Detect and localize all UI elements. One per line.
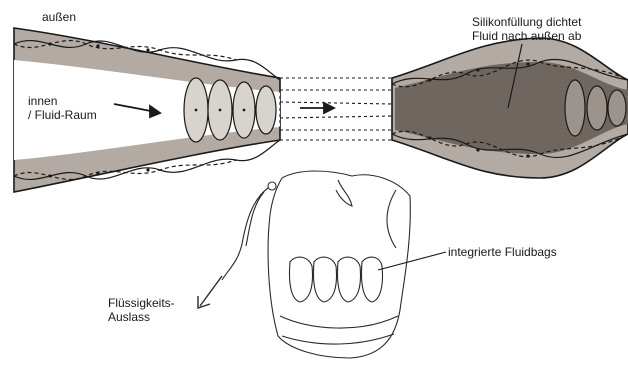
label-inside: innen / Fluid-Raum: [28, 94, 97, 122]
tube-cross-section: [14, 28, 628, 192]
label-outlet-line1: Flüssigkeits-: [108, 296, 175, 310]
outlet-port: [268, 182, 276, 190]
label-inside-line2: / Fluid-Raum: [28, 108, 97, 122]
vest-lower: [282, 334, 394, 344]
leader-bags: [378, 252, 446, 270]
label-outlet: Flüssigkeits- Auslass: [108, 296, 175, 324]
vest-neck: [336, 180, 352, 206]
flow-arrow-middle: [300, 103, 334, 113]
label-inside-line1: innen: [28, 94, 97, 108]
outlet-tube: [222, 188, 268, 280]
vest-hem: [280, 316, 398, 328]
label-outlet-line2: Auslass: [108, 310, 175, 324]
label-bags: integrierte Fluidbags: [448, 245, 557, 259]
fluid-bags: [289, 257, 382, 302]
label-bags-text: integrierte Fluidbags: [448, 245, 557, 259]
vest-armhole: [387, 190, 396, 248]
vest-sketch: [198, 171, 446, 358]
label-silicone-line2: Fluid nach außen ab: [472, 29, 581, 43]
label-silicone-line1: Silikonfüllung dichtet: [472, 15, 581, 29]
label-silicone: Silikonfüllung dichtet Fluid nach außen …: [472, 15, 581, 43]
transition-section: [280, 78, 392, 140]
label-outside-text: außen: [42, 10, 76, 24]
outlet-tube-2: [246, 192, 264, 246]
label-outside: außen: [42, 10, 76, 24]
outlet-arrow: [198, 276, 222, 308]
